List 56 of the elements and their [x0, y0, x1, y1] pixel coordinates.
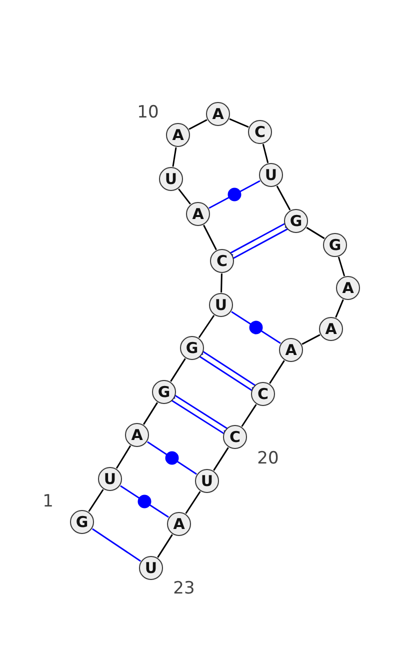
backbone-line	[178, 188, 191, 205]
nucleotide-circle: G	[70, 510, 94, 534]
backbone-line	[229, 118, 249, 128]
backbone-line	[185, 491, 201, 514]
nucleotide-circle: G	[152, 380, 176, 404]
backbone-line	[276, 186, 291, 210]
nucleotide-circle: A	[167, 512, 191, 536]
base-pair-line	[169, 392, 230, 436]
backbone-line	[143, 402, 158, 425]
nucleotide-circle: U	[195, 469, 219, 493]
backbone-line	[335, 299, 344, 318]
nucleotide-circle: G	[284, 209, 308, 233]
backbone-line	[241, 404, 257, 427]
base-pair-line	[230, 311, 282, 344]
position-number: 1	[42, 494, 54, 510]
nucleotide-circle: A	[206, 102, 230, 126]
backbone-line	[157, 534, 173, 558]
backbone-line	[116, 445, 132, 469]
nucleotide-circle: A	[336, 276, 360, 300]
nucleotide-circle: A	[279, 338, 303, 362]
position-number: 23	[173, 580, 195, 598]
nucleotide-circle: U	[209, 293, 233, 317]
nucleotide-circle: C	[248, 120, 272, 144]
nucleotide-circle: A	[166, 123, 190, 147]
nucleotide-circle: U	[98, 467, 122, 491]
nucleotide-circle: G	[180, 336, 204, 360]
backbone-line	[213, 447, 229, 471]
base-pair-line	[208, 180, 261, 209]
backbone-line	[188, 119, 208, 130]
nucleotide-circle: A	[186, 202, 210, 226]
nucleotide-circle: A	[125, 423, 149, 447]
nucleotide-circle: G	[323, 233, 347, 257]
base-pair-line	[146, 441, 198, 475]
backbone-line	[203, 224, 217, 250]
backbone-line	[338, 256, 346, 276]
nucleotide-circle: U	[159, 167, 183, 191]
nucleotide-circle: C	[251, 382, 275, 406]
base-pair-line	[197, 349, 258, 393]
nucleotide-circle: U	[139, 556, 163, 580]
backbone-line	[88, 489, 104, 512]
nucleotide-circle: C	[223, 425, 247, 449]
backbone-line	[198, 314, 215, 338]
backbone-line	[262, 144, 269, 164]
backbone-line	[269, 360, 285, 384]
nucleotide-circle: A	[319, 317, 343, 341]
base-pair-line	[120, 485, 170, 518]
nucleotide-circle: U	[259, 163, 283, 187]
backbone-line	[302, 334, 320, 345]
nucleotide-circle: C	[210, 249, 234, 273]
backbone-line	[306, 226, 325, 240]
backbone-line	[220, 273, 222, 293]
position-number: 20	[257, 450, 279, 468]
base-pair-line	[92, 528, 142, 562]
backbone-line	[172, 147, 177, 167]
backbone-line	[170, 358, 186, 382]
position-number: 10	[137, 104, 159, 122]
